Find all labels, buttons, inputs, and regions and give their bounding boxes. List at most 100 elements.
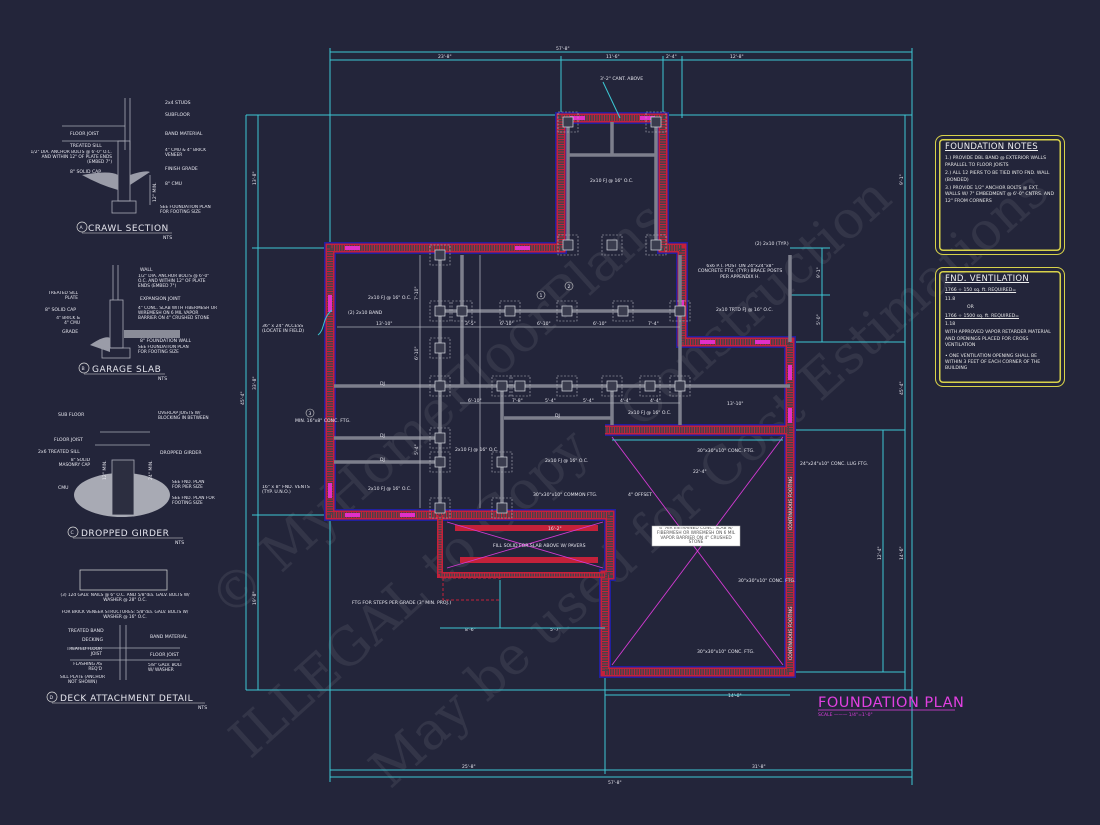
detail-label: SUBFLOOR [165, 112, 191, 118]
foundation-note-item: 3.) PROVIDE 1/2" ANCHOR BOLTS @ EXT. WAL… [945, 186, 1054, 204]
trtd-fj-note: 2x10 TRTD FJ @ 16" O.C. [716, 307, 773, 313]
pier [496, 502, 508, 514]
dim-inner: 22'-4" [693, 469, 707, 475]
dim-inner: 6'-10" [500, 321, 514, 327]
dim-bottom-seg: 25'-8" [462, 764, 476, 770]
vents-note: 16" x 8" FND. VENTS (TYP. U.N.O.) [262, 485, 310, 496]
dimensions-top: 57'-8" 23'-8" 11'-6" 2'-4" 12'-8" [246, 46, 913, 785]
dim-top-seg: 23'-8" [438, 54, 452, 60]
pier [496, 380, 508, 392]
detail-letter: B [82, 366, 85, 372]
dim-inner: 13'-10" [376, 321, 392, 327]
detail-label: DROPPED GIRDER [160, 450, 202, 456]
pier-footing [451, 300, 473, 322]
dim-left-overall: 45'-4" [240, 391, 246, 405]
pier [504, 305, 516, 317]
detail-label: 8" SOLID CAP [70, 169, 101, 175]
foundation-note-item: 2.) ALL 12 PIERS TO BE TIED INTO FND. WA… [945, 171, 1050, 183]
pier [434, 342, 446, 354]
detail-label: 8" FOUNDATION WALL [140, 338, 191, 344]
detail-label: 1/2" DIA. ANCHOR BOLTS @ 6'-0" O.C. AND … [30, 150, 112, 165]
pier-footing [491, 375, 513, 397]
dim-top-seg: 2'-4" [666, 54, 677, 60]
detail-label: TREATED BAND [67, 628, 104, 634]
lug-ftg-note: 24"x24"x10" CONC. LUG FTG. [800, 461, 868, 467]
continuous-footing-note: CONTINUOUS FOOTING [788, 606, 794, 660]
min-ftg-note: MIN. 16"x8" CONC. FTG. [295, 418, 351, 424]
dim-right-seg: 9'-1" [899, 174, 905, 185]
detail-label: SILL PLATE (ANCHOR NOT SHOWN) [60, 675, 105, 685]
detail-label: DECKING [82, 637, 103, 643]
pier [434, 249, 446, 261]
fj-note: 2x10 FJ @ 16" O.C. [368, 295, 411, 301]
dimensions-bottom: 25'-8" 31'-8" 57'-8" [246, 515, 912, 786]
dim-inner: 13'-10" [727, 401, 743, 407]
dim-bottom-overall: 57'-8" [608, 780, 622, 786]
dim-inner: 5'-4" [414, 444, 420, 455]
ventilation-line: 11.8 [945, 296, 956, 302]
dim-bottom-seg: 31'-8" [752, 764, 766, 770]
dim-inner: 8'-6" [465, 627, 476, 633]
dj-label: DJ [380, 381, 385, 387]
dj-label: DJ [380, 457, 385, 463]
conc-ftg-note: 30"x30"x10" CONC. FTG. [738, 578, 796, 584]
tag-1: 1 [540, 293, 543, 299]
dim-left-seg: 13'-8" [252, 171, 258, 185]
detail-label: SEE FOUNDATION PLAN FOR FOOTING SIZE [138, 345, 189, 355]
detail-label: GRADE [62, 329, 78, 335]
dim-inner: 16'-2" [548, 526, 562, 532]
detail-label: SEE FOUNDATION PLAN FOR FOOTING SIZE [160, 205, 211, 215]
detail-nts: NTS [175, 540, 184, 546]
garage-slab-x [446, 436, 784, 666]
detail-label: FOR BRICK VENEER STRUCTURES: 5/8"dia. GA… [61, 610, 189, 621]
detail-dim-label: 12" MIN. [152, 182, 158, 202]
dim-right-overall: 45'-4" [899, 381, 905, 395]
detail-label: SEE FND. PLAN FOR PIER SIZE [172, 480, 205, 490]
detail-label: FLOOR JOIST [150, 652, 179, 658]
detail-label: FINISH GRADE [165, 166, 198, 172]
detail-label: (3) 12d GALV. NAILS @ 6" O.C. AND 5/8"di… [60, 593, 190, 604]
fj-note: 2x10 FJ @ 16" O.C. [545, 458, 588, 464]
common-ftg-note: 30"x30"x10" COMMON FTG. [533, 492, 597, 498]
detail-b-garage-slab: WALL 1/2" DIA. ANCHOR BOLTS @ 6'-0" O.C.… [45, 265, 218, 382]
pier-footing [509, 375, 531, 397]
detail-label: 4" CONC. SLAB WITH FIBERMESH OR WIREMESH… [138, 306, 218, 321]
pier-footing [556, 375, 578, 397]
post-note: 6x6 P.T. POST ON 24"x24"x8" CONCRETE FTG… [697, 264, 783, 280]
plan-title: FOUNDATION PLAN [818, 695, 964, 711]
steps-note: FTG FOR STEPS PER GRADE (3" MIN. PROJ.) [352, 600, 451, 606]
dim-inner: 6'-10" [468, 398, 482, 404]
pier [644, 380, 656, 392]
ventilation-line: WITH APPROVED VAPOR RETARDER MATERIAL AN… [945, 330, 1051, 349]
pier [434, 305, 446, 317]
pier-footing [669, 300, 691, 322]
dim-top-seg: 11'-6" [606, 54, 620, 60]
dim-top-overall: 57'-8" [556, 46, 570, 52]
pier [606, 380, 618, 392]
access-note: 36" x 24" ACCESS (LOCATE IN FIELD) [262, 324, 305, 335]
detail-label: 4" CMU & 4" BRICK VENEER [165, 148, 207, 158]
foundation-note-item: 1.) PROVIDE DBL BAND @ EXTERIOR WALLS PA… [945, 156, 1046, 168]
plan-scale: SCALE ——— 1/4"=1'-0" [818, 712, 873, 718]
ventilation-box: FND. VENTILATION 1766 ÷ 150 sq. ft. REQU… [935, 267, 1065, 387]
dim-inner: 5'-4" [545, 398, 556, 404]
ventilation-line: OR [967, 305, 974, 311]
pier [606, 239, 618, 251]
detail-title: GARAGE SLAB [92, 365, 161, 375]
pier-footing [429, 497, 451, 519]
plan-labels: 3'-2" CANT. ABOVE (2) 2x10 BAND 36" x 24… [262, 76, 868, 699]
detail-label: FLASHING AS REQ'D [73, 662, 102, 672]
detail-label: 2x4 STUDS [165, 100, 191, 106]
pier [456, 305, 468, 317]
detail-label: EXPANSION JOINT [140, 296, 181, 302]
tag-3: 3 [309, 411, 312, 417]
detail-label: TREATED FLOOR JOIST [66, 647, 102, 657]
detail-dim-label: 24" MIN. [148, 460, 154, 480]
dimensions-left: 45'-4" 13'-8" 33'-8" 19'-8" [240, 115, 330, 690]
detail-d-deck-attachment: (3) 12d GALV. NAILS @ 6" O.C. AND 5/8"di… [46, 569, 207, 711]
pier-footing [429, 337, 451, 359]
pier-footing [491, 497, 513, 519]
dim-left-seg: 33'-8" [252, 376, 258, 390]
pier-footing [645, 234, 667, 256]
detail-label: 4" BRICK & 4" CMU [56, 316, 80, 326]
